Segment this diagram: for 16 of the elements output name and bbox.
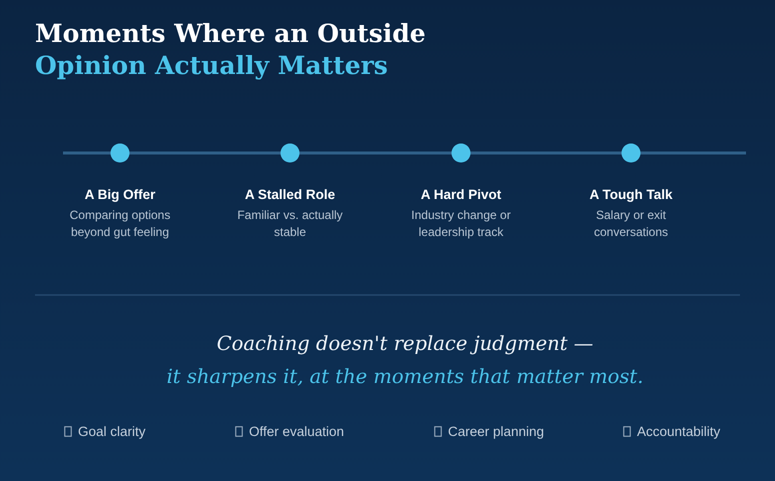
title: Moments Where an Outside [35,18,426,49]
feature-label: Goal clarity [78,424,146,439]
milestone-heading: A Stalled Role [244,187,336,202]
subtitle: Opinion Actually Matters [35,50,388,81]
milestone-description: Familiar vs. actually stable [236,207,344,241]
milestone-heading: A Hard Pivot [420,187,502,202]
milestone-heading: A Big Offer [84,187,156,202]
milestone-description: Salary or exit conversations [592,207,670,241]
feature-label: Offer evaluation [249,424,344,439]
quote: Coaching doesn't replace judgment — [216,332,594,355]
feature-label: Accountability [637,424,720,439]
milestone-description: Industry change or leadership track [410,207,512,241]
quote: it sharpens it, at the moments that matter most. [166,365,644,388]
milestone-heading: A Tough Talk [588,187,674,202]
milestone-description: Comparing options beyond gut feeling [68,207,172,241]
feature-label: Career planning [448,424,544,439]
